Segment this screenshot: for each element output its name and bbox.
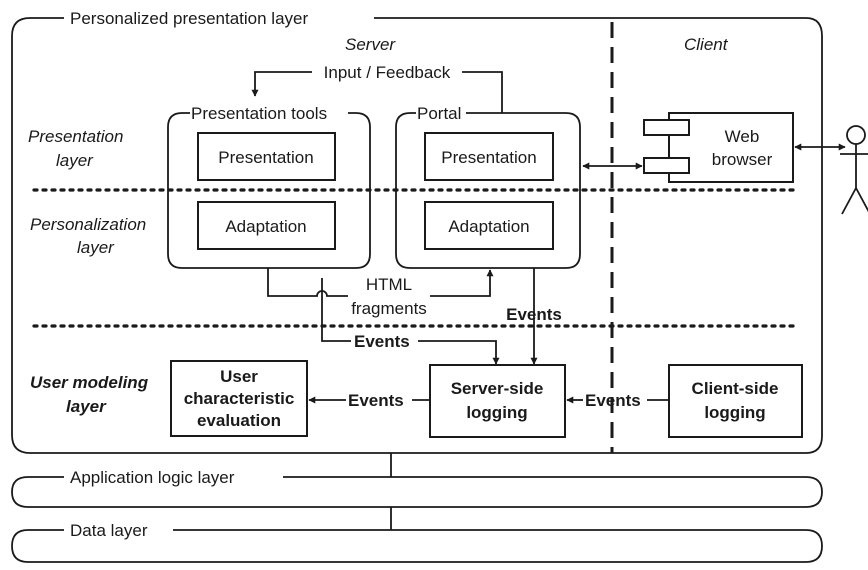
svg-text:characteristic: characteristic — [184, 389, 295, 408]
portal-events-label: Events — [506, 305, 562, 324]
svg-text:layer: layer — [66, 397, 107, 416]
component-port-top — [643, 119, 690, 136]
svg-text:Presentation: Presentation — [28, 127, 123, 146]
client-events-label: Events — [585, 391, 641, 410]
svg-text:layer: layer — [77, 238, 115, 257]
component-port-bottom — [643, 157, 690, 174]
svg-text:logging: logging — [704, 403, 765, 422]
svg-text:Client-side: Client-side — [692, 379, 779, 398]
svg-text:evaluation: evaluation — [197, 411, 281, 430]
portal-title: Portal — [417, 104, 461, 123]
input-feedback-flow: Input / Feedback — [251, 63, 503, 113]
svg-text:User modeling: User modeling — [30, 373, 149, 392]
presentation-tools-frame — [167, 112, 371, 269]
tools-events-flow: Events — [321, 278, 500, 365]
user-characteristic-evaluation-box: User characteristic evaluation — [170, 360, 308, 437]
portal-adaptation-label: Adaptation — [448, 217, 529, 236]
svg-text:Personalization: Personalization — [30, 215, 146, 234]
data-layer-title: Data layer — [70, 521, 148, 540]
evaluation-events-flow: Events — [308, 391, 430, 410]
presentation-layer-label: Presentation layer — [28, 127, 123, 170]
html-fragments-flow: HTML fragments — [267, 268, 494, 318]
user-modeling-layer-label: User modeling layer — [30, 373, 149, 416]
client-events-flow: Events — [566, 391, 669, 410]
portal-presentation-label: Presentation — [441, 148, 536, 167]
svg-text:logging: logging — [466, 403, 527, 422]
tools-adaptation-label: Adaptation — [225, 217, 306, 236]
tools-events-label: Events — [354, 332, 410, 351]
svg-text:browser: browser — [712, 150, 773, 169]
evaluation-events-label: Events — [348, 391, 404, 410]
data-layer: Data layer — [11, 521, 823, 563]
portal-events-flow: Events — [506, 268, 562, 365]
user-actor-icon — [840, 125, 868, 215]
svg-text:Web: Web — [725, 127, 760, 146]
portal-adaptation-box — [424, 201, 554, 250]
personalized-presentation-layer: Personalized presentation layer — [11, 9, 823, 454]
tools-presentation-label: Presentation — [218, 148, 313, 167]
web-browser-component: Web browser — [643, 112, 794, 183]
server-side-logging-box: Server-side logging — [429, 364, 566, 438]
html-fragments-label-line1: HTML — [366, 275, 412, 294]
svg-text:User: User — [220, 367, 258, 386]
client-side-logging-box: Client-side logging — [668, 364, 803, 438]
personalized-presentation-layer-title: Personalized presentation layer — [70, 9, 308, 28]
personalization-layer-label: Personalization layer — [30, 215, 146, 257]
svg-text:Server-side: Server-side — [451, 379, 544, 398]
application-logic-layer-title: Application logic layer — [70, 468, 235, 487]
server-label: Server — [345, 35, 396, 54]
tools-adaptation-box — [197, 201, 336, 250]
portal-group: Portal Presentation Adaptation — [395, 104, 581, 269]
tools-presentation-box — [197, 132, 336, 181]
portal-presentation-box — [424, 132, 554, 181]
presentation-tools-group: Presentation tools Presentation Adaptati… — [167, 104, 371, 269]
personalized-presentation-layer-frame — [11, 17, 823, 454]
client-label: Client — [684, 35, 729, 54]
presentation-tools-title: Presentation tools — [191, 104, 327, 123]
application-logic-layer: Application logic layer — [11, 468, 823, 508]
portal-frame — [395, 112, 581, 269]
svg-text:layer: layer — [56, 151, 94, 170]
html-fragments-label-line2: fragments — [351, 299, 427, 318]
input-feedback-label: Input / Feedback — [324, 63, 451, 82]
